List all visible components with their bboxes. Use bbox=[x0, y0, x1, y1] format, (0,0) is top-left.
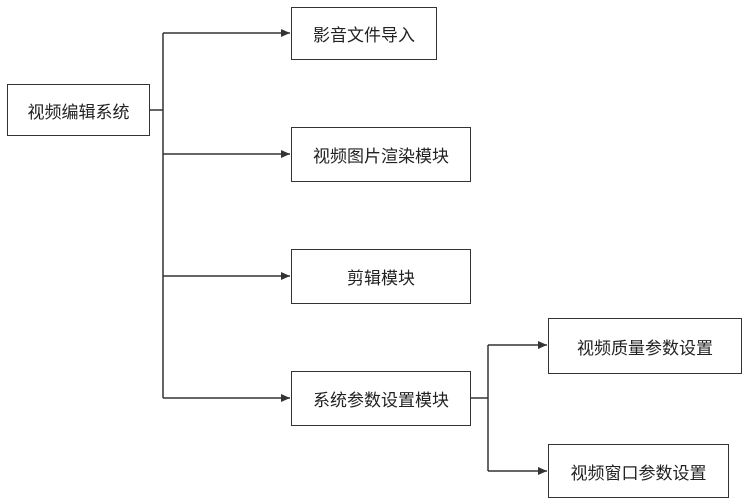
root-node-label: 视频编辑系统 bbox=[28, 98, 130, 123]
node-window-params: 视频窗口参数设置 bbox=[548, 444, 729, 498]
node-render-module: 视频图片渲染模块 bbox=[291, 127, 471, 182]
node-params-module: 系统参数设置模块 bbox=[291, 371, 471, 426]
node-quality-params-label: 视频质量参数设置 bbox=[577, 334, 713, 359]
node-edit-module: 剪辑模块 bbox=[291, 249, 471, 304]
root-node: 视频编辑系统 bbox=[7, 84, 150, 136]
node-quality-params: 视频质量参数设置 bbox=[548, 318, 742, 374]
node-render-module-label: 视频图片渲染模块 bbox=[313, 142, 449, 167]
node-window-params-label: 视频窗口参数设置 bbox=[571, 459, 707, 484]
node-params-module-label: 系统参数设置模块 bbox=[313, 386, 449, 411]
node-media-import: 影音文件导入 bbox=[291, 7, 437, 60]
node-edit-module-label: 剪辑模块 bbox=[347, 264, 415, 289]
node-media-import-label: 影音文件导入 bbox=[313, 21, 415, 46]
